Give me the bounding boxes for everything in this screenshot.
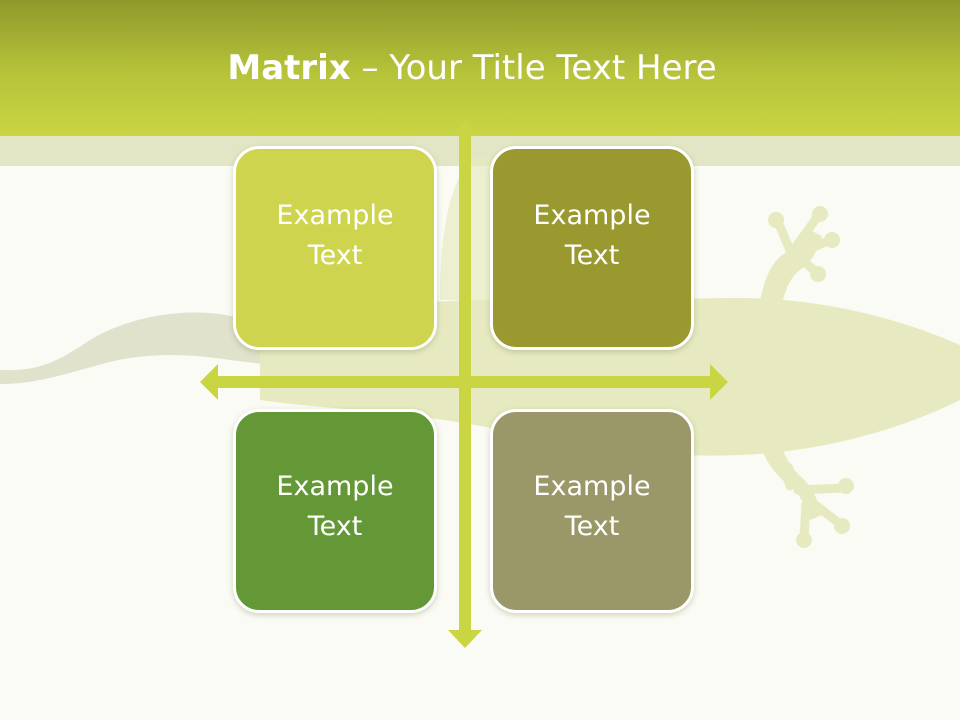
cell-text-top-left: Example Text: [276, 200, 394, 271]
cell-text-bottom-right: Example Text: [533, 471, 651, 542]
arrow-left: [200, 364, 218, 400]
cell-text-top-right: Example Text: [533, 200, 651, 271]
arrow-up: [454, 120, 476, 136]
cell-text-bottom-left: Example Text: [276, 471, 394, 542]
matrix-cell-bottom-left: Example Text: [233, 409, 437, 613]
matrix-cell-top-right: Example Text: [490, 146, 694, 350]
slide-title: Matrix – Your Title Text Here: [0, 48, 944, 88]
horizontal-axis: [214, 376, 714, 388]
title-rest: – Your Title Text Here: [350, 48, 717, 88]
arrow-down: [448, 630, 482, 648]
title-bold: Matrix: [227, 48, 351, 88]
matrix-cell-bottom-right: Example Text: [490, 409, 694, 613]
matrix-cell-top-left: Example Text: [233, 146, 437, 350]
arrow-right: [710, 364, 728, 400]
header-bar: [0, 0, 960, 136]
